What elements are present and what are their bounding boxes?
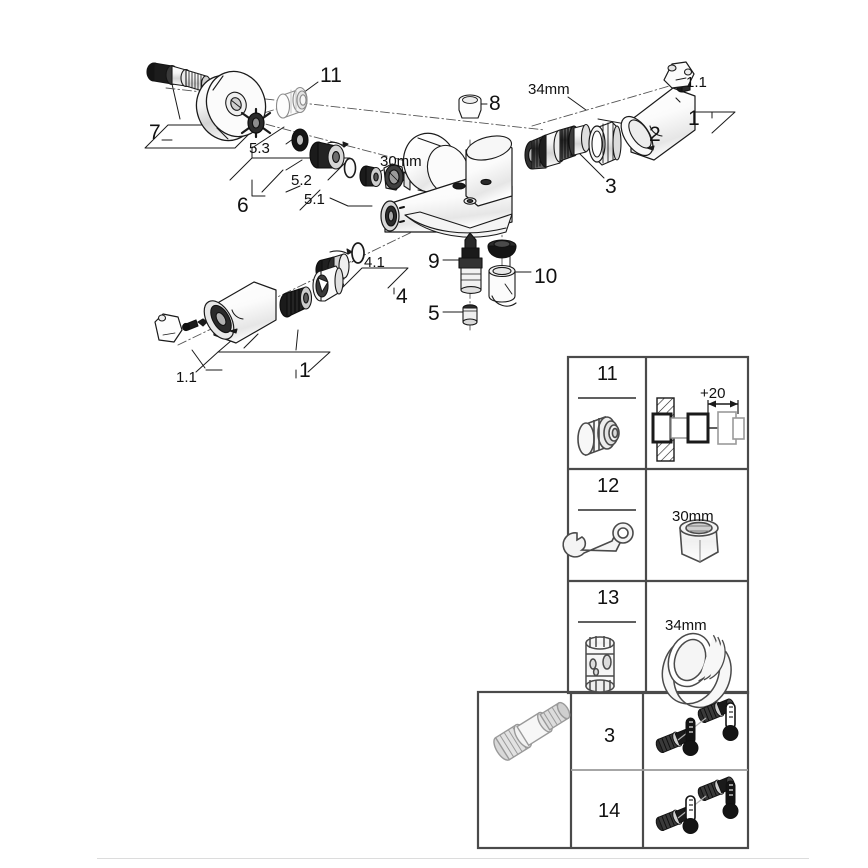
callout-9: 9 [428, 250, 440, 273]
callout-5: 5 [428, 302, 440, 325]
part-2-34mm-ring [588, 121, 622, 166]
thermometer-icon-cold [722, 702, 739, 741]
table-bottom-row-number-3: 3 [604, 725, 616, 747]
part-53-washer [291, 128, 309, 152]
callout-2: 2 [649, 123, 661, 146]
table-icon-wall-offset [651, 397, 745, 462]
table-bottom-row-number-14: 14 [598, 800, 621, 822]
callout-5-2: 5.2 [291, 172, 312, 189]
table-dimension-plus20: +20 [700, 385, 726, 402]
thermometer-icon-hot-2 [722, 780, 739, 819]
callout-1-1-right: 1.1 [686, 74, 707, 91]
table-icon-part-11 [577, 415, 620, 457]
part-oring-small [343, 157, 357, 179]
table-icon-thermo-pair-14 [655, 776, 739, 834]
table-icon-cartridge-sleeve [585, 636, 615, 693]
part-1-sleeve [620, 87, 696, 161]
callout-10: 10 [534, 265, 558, 288]
bottom-left-assembly [154, 265, 344, 344]
callout-5-1: 5.1 [304, 191, 325, 208]
part-41-oring [351, 242, 365, 264]
part-1-collar [312, 265, 344, 302]
part-11-cap-left [154, 313, 183, 343]
table-icon-thermo-pair-3 [655, 698, 739, 756]
callout-1-left: 1 [299, 359, 311, 382]
table-icon-part-3-cartridge [493, 701, 571, 761]
callout-6: 6 [237, 194, 249, 217]
part-11-screw-left [182, 318, 208, 332]
part-53-spline [240, 107, 272, 139]
callout-3: 3 [605, 175, 617, 198]
table-row-number-12: 12 [597, 475, 620, 497]
installation-reference-table [476, 355, 750, 850]
part-9-valve-cartridge [458, 232, 483, 294]
callout-4: 4 [396, 285, 408, 308]
part-8-plug [458, 94, 482, 119]
table-dimension-34mm: 34mm [665, 617, 707, 634]
part-30mm-nut [383, 163, 411, 191]
part-1-cap [663, 61, 695, 89]
callout-8: 8 [489, 92, 501, 115]
callout-7: 7 [149, 121, 161, 144]
part-3-thermostatic-cartridge [524, 123, 592, 170]
callout-4-1: 4.1 [364, 254, 385, 271]
part-52-bush [309, 141, 349, 170]
table-dimension-30mm: 30mm [672, 508, 714, 525]
callout-34mm: 34mm [528, 81, 570, 98]
thermometer-icon-cold-2 [682, 795, 699, 834]
table-row-number-11: 11 [597, 363, 618, 385]
footer-rule [97, 858, 809, 859]
table-row-number-13: 13 [597, 587, 620, 609]
table-icon-30mm-nut [679, 519, 719, 563]
part-5-plug [462, 304, 478, 326]
part-9-10-5-column [458, 232, 517, 326]
part-1-sleeve-left [203, 281, 277, 344]
table-number-underlines [578, 397, 636, 623]
callout-30mm: 30mm [380, 153, 422, 170]
table-icon-spanner [562, 522, 634, 558]
callout-1-1-left: 1.1 [176, 369, 197, 386]
part-51-ring [359, 165, 383, 188]
part-11-extension-cap [275, 86, 308, 119]
part-11-screw-cap [663, 61, 695, 93]
part-1-knurled-bush [279, 286, 313, 318]
part-10-collar [488, 264, 517, 307]
mixer-body [380, 94, 513, 238]
thermometer-icon-hot [682, 717, 699, 756]
callout-11: 11 [320, 64, 342, 87]
callout-5-3: 5.3 [249, 140, 270, 157]
right-assembly [524, 61, 696, 170]
part-7-handle-assembly [146, 62, 411, 191]
table-icon-34mm-ring [661, 632, 732, 709]
callout-1-right: 1 [688, 107, 700, 130]
part-10-cap [487, 239, 517, 259]
